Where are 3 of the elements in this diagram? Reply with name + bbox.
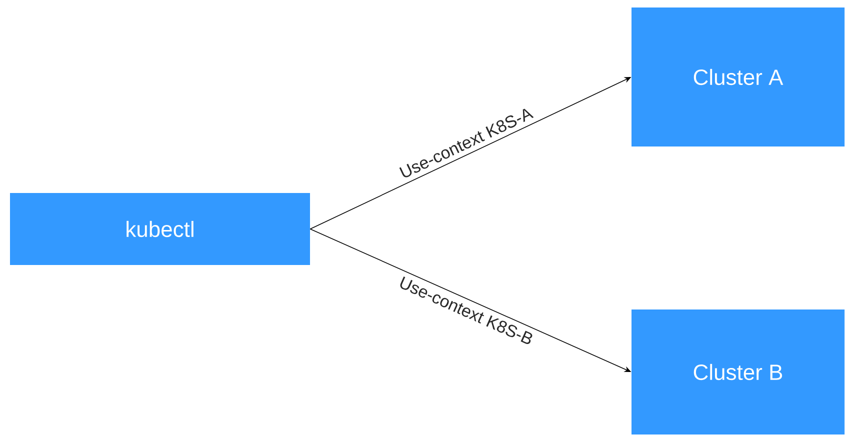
- process-box: Cluster A: [632, 8, 844, 146]
- process-box: kubectl: [10, 193, 310, 265]
- process-box: Cluster B: [632, 310, 844, 434]
